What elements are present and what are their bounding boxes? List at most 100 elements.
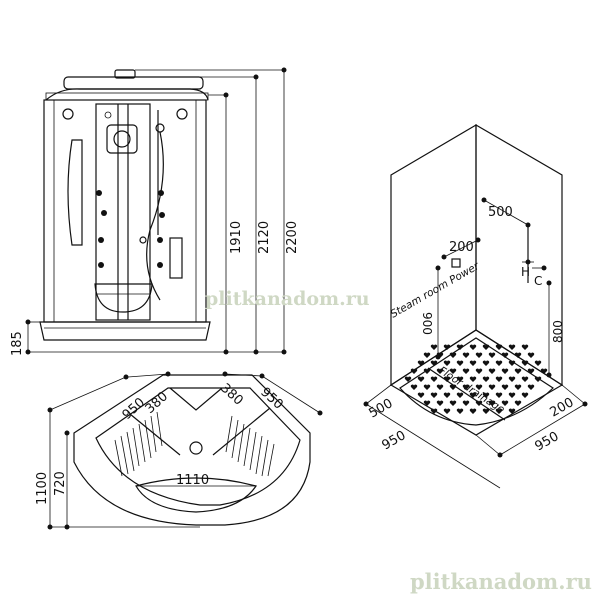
jet-icon (157, 237, 163, 243)
tray-pattern-mark (443, 392, 451, 398)
tray-pattern-mark (501, 400, 509, 406)
dim-line-200-top (443, 239, 479, 258)
tray-pattern-mark (462, 384, 470, 390)
dim-line-500 (483, 199, 529, 226)
tray-pattern-mark (436, 368, 444, 374)
tray-pattern-mark (475, 384, 483, 390)
dim-tick (525, 259, 531, 265)
tray-pattern-mark (430, 360, 438, 366)
tray-pattern-mark (417, 376, 425, 382)
tray-pattern-mark (488, 352, 496, 358)
tray-pattern-mark (469, 376, 477, 382)
jet-icon (158, 190, 164, 196)
tray-pattern-mark (423, 352, 431, 358)
tray-pattern-mark (501, 352, 509, 358)
tray-pattern-mark (430, 408, 438, 414)
cabin-roof (63, 76, 204, 90)
dim-label-200-bottom: 200 (548, 395, 577, 420)
dim-line-950-right (261, 375, 321, 414)
tray-pattern-mark (423, 400, 431, 406)
ext-line (475, 434, 501, 456)
hatch-left (114, 411, 163, 477)
tray-pattern-mark (488, 368, 496, 374)
tray-pattern-mark (521, 376, 529, 382)
tray-pattern-mark (514, 400, 522, 406)
dim-line-950-left (365, 403, 501, 489)
tray-pattern-mark (469, 360, 477, 366)
tray-pattern-mark (495, 392, 503, 398)
shower-hose (146, 131, 164, 301)
tray-pattern-mark (488, 384, 496, 390)
tray-pattern-mark (540, 368, 548, 374)
tray-pattern-mark (475, 368, 483, 374)
dim-label-900: 900 (420, 312, 434, 335)
tray-pattern-mark (482, 360, 490, 366)
tray-pattern-mark (469, 344, 477, 350)
dim-label-950-left: 950 (380, 428, 409, 453)
tray-pattern-mark (482, 408, 490, 414)
dim-label-1110: 1110 (176, 473, 209, 488)
ext-line (365, 384, 392, 405)
dim-line-950-left (49, 376, 127, 411)
wall-right (212, 407, 271, 456)
mixer-knob-icon (139, 236, 147, 244)
tray-pattern-mark (436, 400, 444, 406)
tray-pattern-mark (456, 408, 464, 414)
tray-pattern-mark (443, 376, 451, 382)
tray-pattern-mark (449, 400, 457, 406)
lamp-left-icon (62, 108, 74, 120)
dim-label-800: 800 (551, 320, 565, 343)
dim-label-2120: 2120 (257, 221, 272, 254)
corner-seat (94, 283, 153, 313)
tray-pattern-mark (462, 368, 470, 374)
dim-tick (123, 374, 129, 380)
shower-tray (39, 321, 211, 341)
roof-band (45, 92, 209, 101)
tray-pattern-mark (521, 344, 529, 350)
watermark-center: plitkanadom.ru (205, 288, 370, 310)
tray-pattern-mark (488, 400, 496, 406)
tray-pattern-mark (449, 368, 457, 374)
tray-pattern-mark (456, 344, 464, 350)
plan-seat (169, 387, 223, 411)
floor-drain-line (427, 367, 506, 421)
tray-pattern-mark (469, 392, 477, 398)
tray-pattern-mark (527, 368, 535, 374)
tray-pattern-mark (501, 384, 509, 390)
plan-bench (135, 477, 257, 513)
dim-tick (25, 319, 31, 325)
tray-pattern-mark (430, 376, 438, 382)
tray-pattern-mark (482, 344, 490, 350)
dim-tick (475, 237, 481, 243)
dim-tick (435, 265, 441, 271)
iso-view: H C 500 200 Steam room Power 900 800 Flo… (363, 123, 588, 489)
ext-line (561, 384, 586, 405)
dim-tick (435, 354, 441, 360)
tray-pattern-mark (482, 376, 490, 382)
tray-pattern-mark (527, 384, 535, 390)
steam-room-power-label: Steam room Power (389, 260, 482, 321)
tray-pattern-mark (521, 360, 529, 366)
tray-pattern-mark (495, 360, 503, 366)
front-view: 2200 2120 1910 185 (10, 67, 300, 356)
tray-pattern-mark (456, 392, 464, 398)
jet-icon (159, 212, 165, 218)
back-panel (95, 103, 151, 321)
control-panel (106, 124, 138, 154)
tray-pattern-mark (462, 400, 470, 406)
tray-pattern-mark (514, 352, 522, 358)
tray-pattern-mark (423, 368, 431, 374)
dim-label-500-top: 500 (488, 205, 513, 220)
cold-label: C (534, 274, 542, 288)
dim-label-1910: 1910 (229, 221, 244, 254)
roof-vent (114, 69, 136, 79)
tray-pattern-mark (436, 352, 444, 358)
jet-icon (98, 237, 104, 243)
tray-pattern-mark (495, 408, 503, 414)
tray-pattern-mark (508, 376, 516, 382)
tray-pattern-mark (508, 408, 516, 414)
roof-canopy (45, 88, 209, 101)
massage-jets (96, 190, 165, 268)
dim-label-380-left: 380 (143, 389, 171, 417)
